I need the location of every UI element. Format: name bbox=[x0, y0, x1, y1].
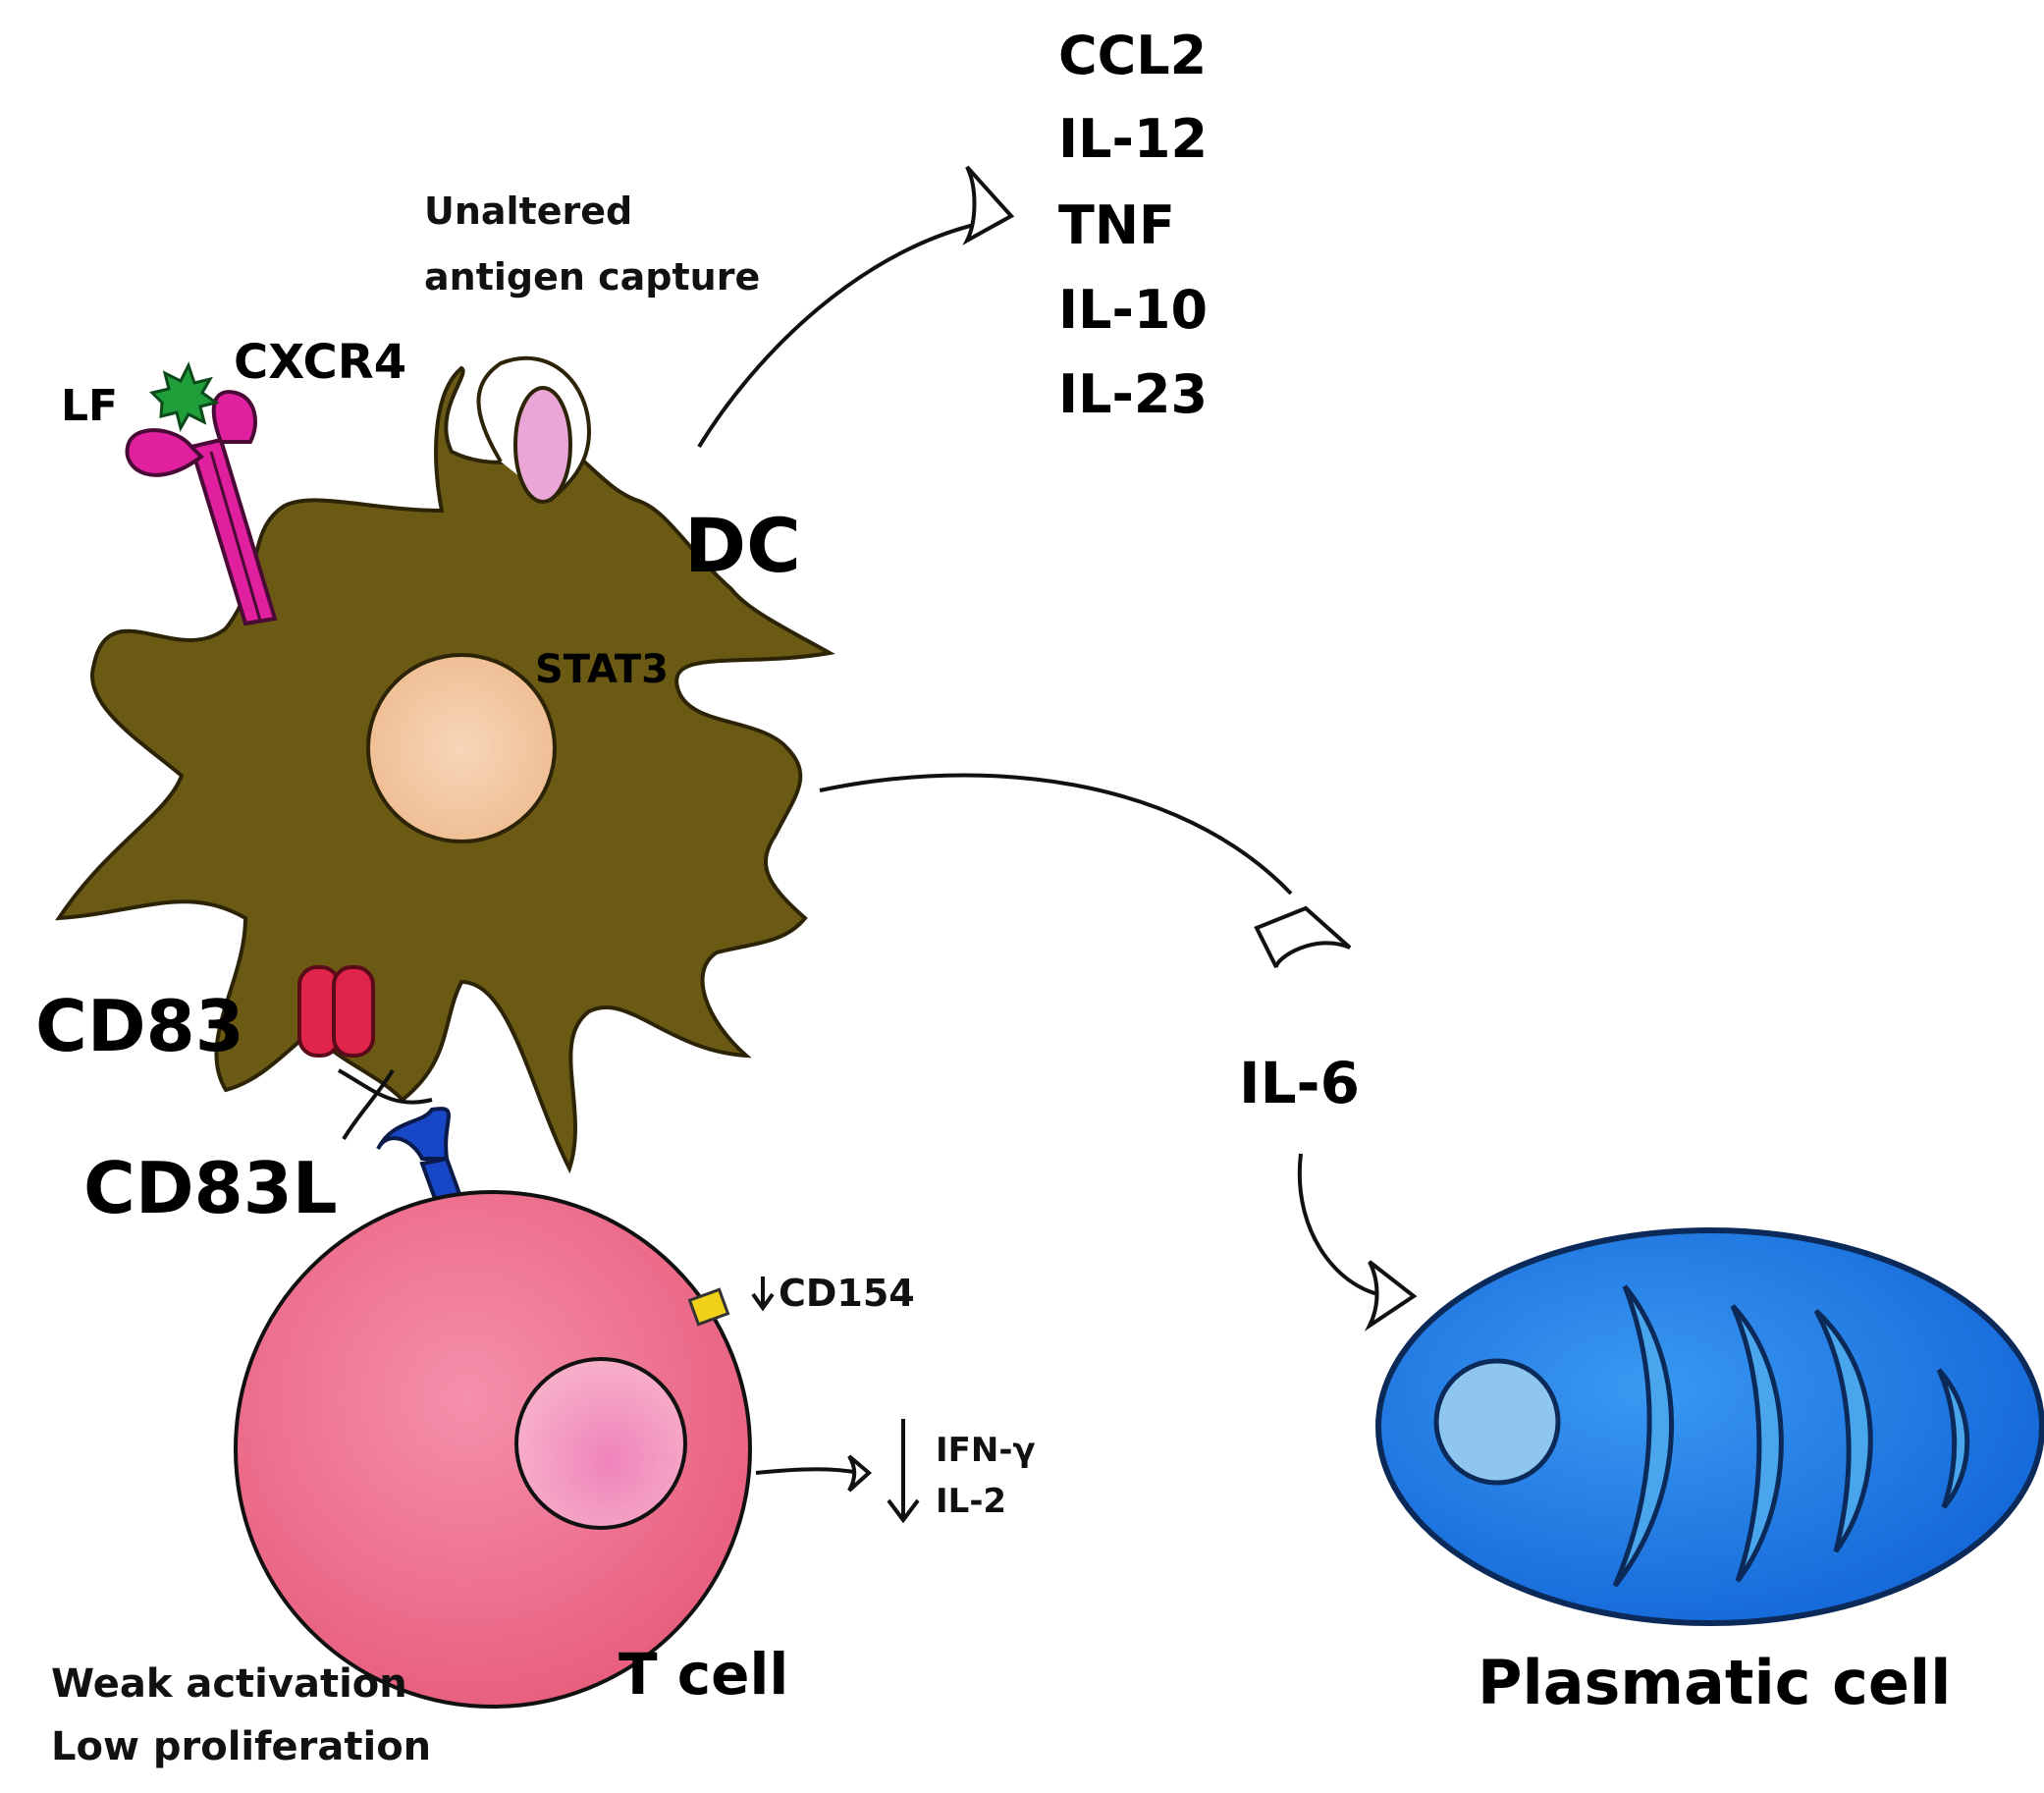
il2-label: IL-2 bbox=[936, 1482, 1006, 1521]
unaltered-label-2: antigen capture bbox=[424, 255, 760, 299]
cytokine-1: CCL2 bbox=[1058, 25, 1207, 86]
er-fold-4 bbox=[1936, 1368, 1970, 1509]
plasmatic-cell-label: Plasmatic cell bbox=[1478, 1647, 1951, 1718]
weak-activation-label: Weak activation bbox=[51, 1661, 407, 1707]
tcell-nucleus bbox=[514, 1357, 687, 1530]
stat3-label: STAT3 bbox=[535, 647, 669, 692]
unaltered-label-1: Unaltered bbox=[424, 190, 632, 233]
cd154-marker bbox=[687, 1287, 730, 1327]
arrow-to-il6 bbox=[819, 773, 1352, 968]
down-arrow-icon bbox=[751, 1277, 775, 1312]
plasma-nucleus bbox=[1433, 1358, 1561, 1486]
plasma-cell bbox=[1375, 1227, 2044, 1626]
cxcr4-receptor bbox=[125, 390, 278, 626]
dc-nucleus bbox=[366, 653, 557, 843]
er-fold-2 bbox=[1730, 1304, 1784, 1583]
arrow-to-plasma bbox=[1297, 1153, 1418, 1331]
il6-label: IL-6 bbox=[1239, 1050, 1360, 1116]
er-fold-1 bbox=[1612, 1284, 1675, 1588]
tcell-body bbox=[234, 1190, 752, 1709]
tcell-label: T cell bbox=[619, 1641, 788, 1708]
low-proliferation-label: Low proliferation bbox=[51, 1724, 431, 1769]
down-arrow-icon bbox=[887, 1419, 920, 1524]
cytokine-5: IL-23 bbox=[1058, 363, 1208, 425]
cytokine-2: IL-12 bbox=[1058, 108, 1208, 170]
ifn-label: IFN-γ bbox=[936, 1431, 1036, 1470]
dc-label: DC bbox=[684, 502, 801, 589]
arrow-to-cytokines bbox=[697, 165, 1015, 449]
er-fold-3 bbox=[1813, 1309, 1873, 1553]
cd154-label: CD154 bbox=[779, 1272, 915, 1315]
cd83-label: CD83 bbox=[35, 985, 244, 1067]
cd83-receptor bbox=[297, 965, 375, 1058]
cxcr4-label: CXCR4 bbox=[234, 335, 406, 390]
cd83l-label: CD83L bbox=[83, 1147, 338, 1229]
blocked-interaction bbox=[338, 1068, 433, 1141]
lf-ligand bbox=[149, 361, 220, 432]
antigen bbox=[513, 386, 572, 504]
cytokine-4: IL-10 bbox=[1058, 279, 1208, 341]
lf-label: LF bbox=[61, 381, 118, 431]
arrow-tcell-output bbox=[755, 1454, 873, 1493]
cytokine-3: TNF bbox=[1058, 194, 1175, 256]
